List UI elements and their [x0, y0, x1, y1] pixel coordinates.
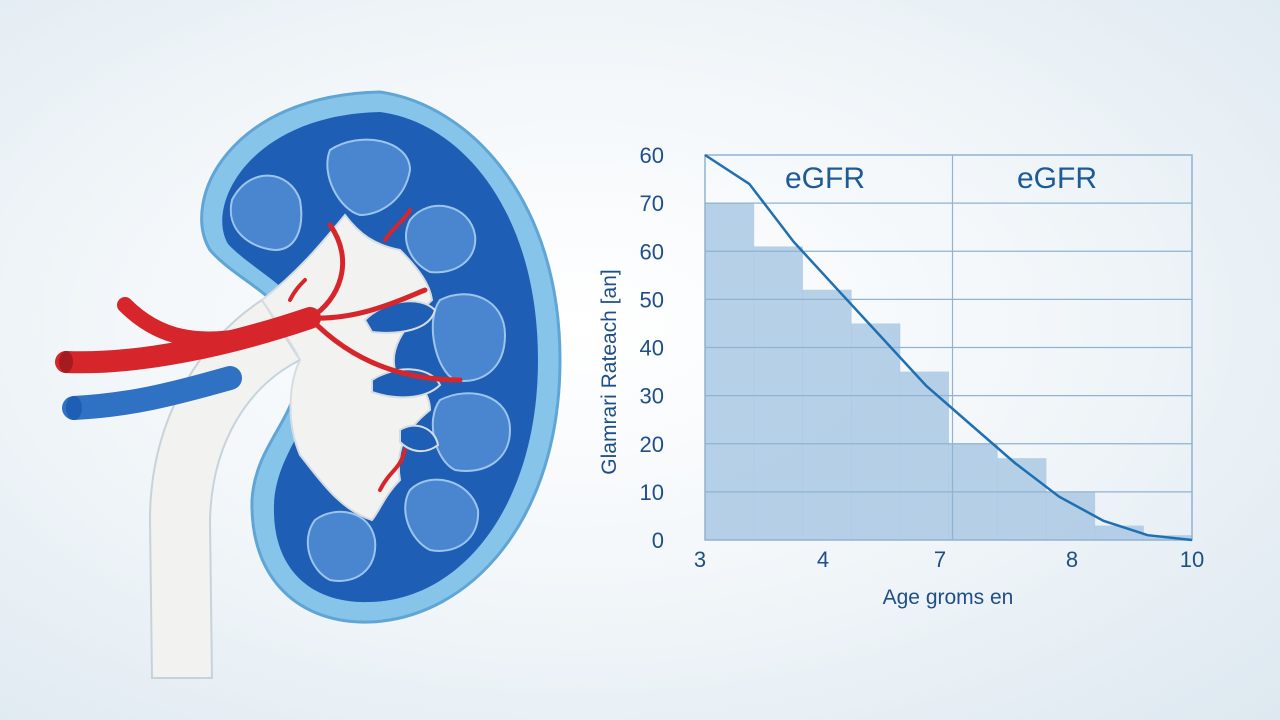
pyramid	[326, 138, 412, 217]
x-tick-label: 10	[1180, 547, 1204, 572]
renal-vein-icon	[62, 366, 242, 420]
egfr-bar	[1045, 491, 1096, 540]
y-tick-label: 60	[640, 239, 664, 264]
x-tick-label: 4	[817, 547, 829, 572]
egfr-bar	[851, 323, 901, 540]
y-tick-label: 20	[640, 432, 664, 457]
y-tick-label: 10	[640, 480, 664, 505]
chart-bars	[705, 203, 1193, 540]
renal-pyramids	[229, 138, 512, 582]
y-axis-ticks: 60 70 60 50 40 30 20 10 0	[640, 143, 664, 553]
renal-pelvis	[260, 213, 434, 522]
egfr-curve	[704, 153, 1193, 542]
x-tick-label: 7	[934, 547, 946, 572]
y-tick-label: 40	[640, 336, 664, 361]
pyramid	[431, 293, 507, 382]
egfr-bar	[899, 371, 949, 540]
chart-grid	[704, 154, 1193, 541]
pyramid	[229, 174, 303, 252]
y-tick-label: 60	[640, 143, 664, 168]
y-tick-label: 0	[652, 528, 664, 553]
x-tick-label: 8	[1066, 547, 1078, 572]
y-tick-label: 30	[640, 384, 664, 409]
egfr-bar	[802, 289, 852, 540]
x-tick-label: 3	[694, 547, 706, 572]
renal-artery-icon	[55, 208, 463, 492]
y-tick-label: 70	[640, 191, 664, 216]
egfr-bar	[753, 246, 803, 540]
y-axis-label: Glamrari Rateach [an]	[598, 269, 621, 474]
pyramid	[405, 204, 477, 274]
pyramid	[404, 478, 480, 552]
pyramid	[306, 510, 377, 582]
egfr-bar	[997, 458, 1047, 540]
column-header: eGFR	[1017, 162, 1097, 195]
kidney-illustration	[55, 90, 562, 679]
egfr-bar	[705, 203, 755, 540]
column-header: eGFR	[785, 162, 865, 195]
x-axis-label: Age groms en	[883, 586, 1014, 609]
y-tick-label: 50	[640, 287, 664, 312]
x-axis-ticks: 3 4 7 8 10	[694, 547, 1204, 572]
